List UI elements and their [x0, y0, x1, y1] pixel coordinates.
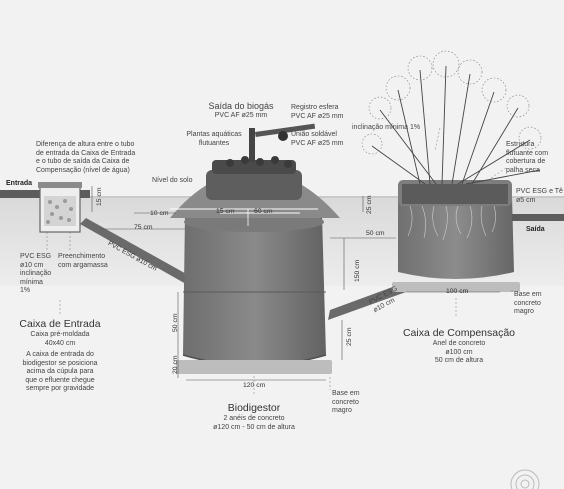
- papyrus-plants: [371, 65, 541, 185]
- pvc-inlet-label: PVC ESG ø10 cm inclinação mínima 1%: [20, 253, 52, 294]
- dim-50: 50 cm: [366, 230, 385, 237]
- dim-20: 20 cm: [172, 355, 179, 374]
- entry-box-desc: A caixa de entrada do biodigestor se pos…: [22, 351, 98, 392]
- compensation-sub: Anel de concreto ø100 cm 50 cm de altura: [432, 340, 486, 364]
- compensation-base-label: Base em concreto magro: [514, 291, 542, 315]
- digester-title: Biodigestor: [227, 402, 281, 414]
- digester-base-label: Base em concreto magro: [332, 390, 360, 414]
- dim-150: 150 cm: [354, 259, 361, 282]
- digester-body: [170, 123, 340, 367]
- entry-pipe: [0, 190, 44, 198]
- entry-box: [38, 182, 82, 233]
- ground-level-label: Nível do solo: [152, 177, 193, 184]
- digester-base: [176, 360, 332, 374]
- outlet-pipe: [328, 282, 406, 320]
- biogas-outlet-title: Saída do biogás: [208, 101, 274, 111]
- compensation-box: [392, 180, 520, 292]
- dim-25-bottom: 25 cm: [346, 327, 353, 346]
- min-slope-label: inclinação mínima 1%: [352, 124, 421, 131]
- floating-plants-label: Plantas aquáticas flutuantes: [186, 131, 242, 147]
- entrada-label: Entrada: [6, 180, 33, 187]
- entry-box-sub: Caixa pré-moldada 40x40 cm: [30, 331, 90, 347]
- inlet-pipe: [80, 218, 190, 284]
- leader-lines: [46, 127, 513, 394]
- pvc-tee-label: PVC ESG e Tê ø5 cm: [516, 188, 563, 204]
- papyrus-heads: [361, 50, 542, 155]
- dim-100: 100 cm: [446, 288, 469, 295]
- mortar-fill-label: Preenchimento com argamassa: [58, 253, 108, 269]
- biogas-outlet-sub: PVC AF ø25 mm: [214, 112, 268, 119]
- logo-mark: [510, 469, 540, 489]
- entry-box-title: Caixa de Entrada: [19, 318, 101, 330]
- union-label: União soldável PVC AF ø25 mm: [291, 131, 344, 147]
- dim-25-top: 25 cm: [366, 195, 373, 214]
- dimension-lines: [91, 186, 500, 381]
- floating-structure-label: Estrutura flutuante com cobertura de pal…: [506, 141, 549, 174]
- dim-15-entry: 15 cm: [96, 187, 103, 206]
- ball-valve-label: Registro esfera PVC AF ø25 mm: [291, 104, 344, 120]
- dim-15-dome: 15 cm: [216, 208, 235, 215]
- compensation-title: Caixa de Compensação: [402, 327, 516, 339]
- dim-120: 120 cm: [243, 382, 266, 389]
- exit-pipe: [512, 214, 564, 221]
- dim-75: 75 cm: [134, 224, 153, 231]
- dim-10: 10 cm: [150, 210, 169, 217]
- digester-sub: 2 anéis de concreto ø120 cm - 50 cm de a…: [213, 415, 295, 431]
- height-difference-label: Diferença de altura entre o tubo de entr…: [36, 141, 136, 174]
- saida-label: Saída: [526, 226, 545, 233]
- dim-60: 60 cm: [254, 208, 273, 215]
- dim-50-vertical: 50 cm: [172, 313, 179, 332]
